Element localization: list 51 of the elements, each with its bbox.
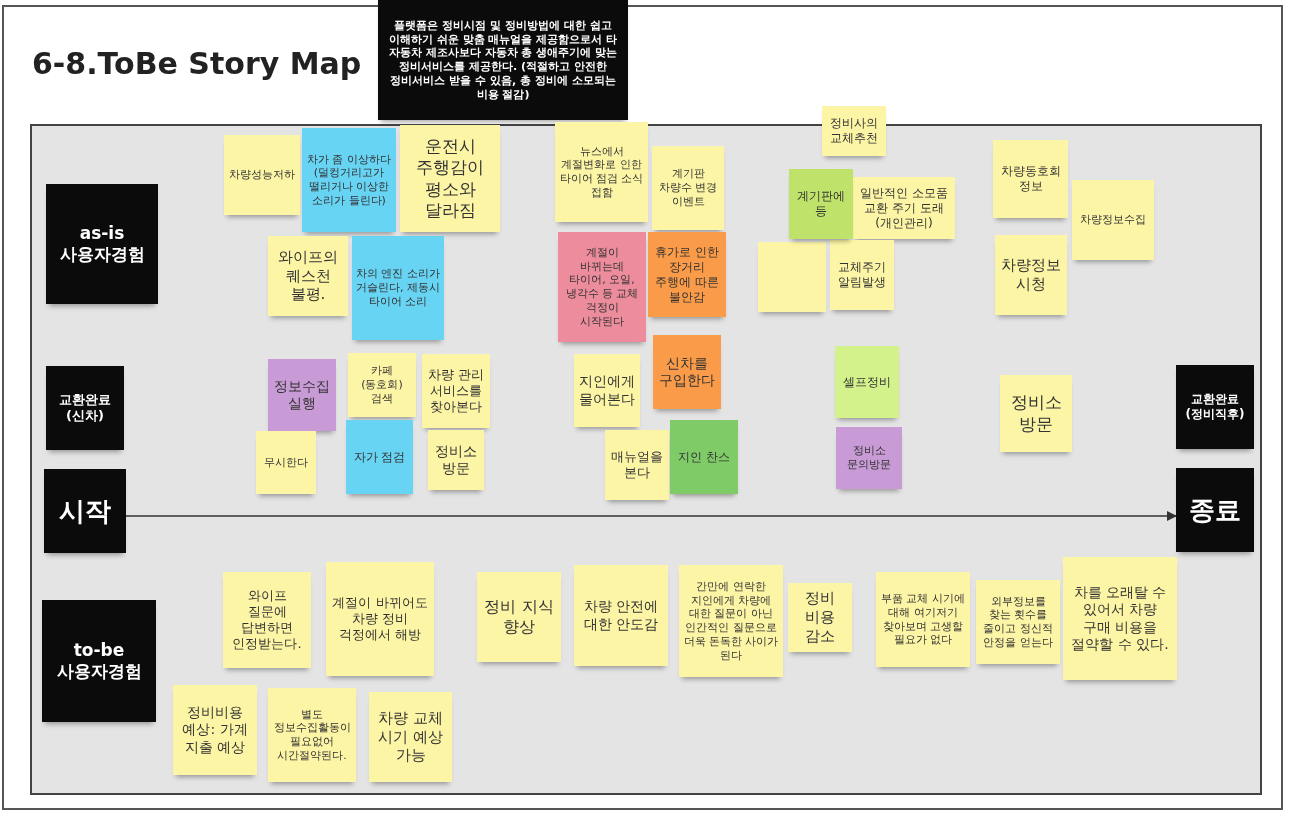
sticky-note: 차가 좀 이상하다(덜컹거리고가 떨리거나 이상한 소리가 들린다) [302, 128, 396, 232]
sticky-note: 정비 비용 감소 [788, 583, 852, 652]
sticky-note: 차를 오래탈 수 있어서 차량 구매 비용을 절약할 수 있다. [1063, 557, 1177, 680]
sticky-note: 계기판에 등 [789, 169, 853, 239]
sticky-note [758, 242, 826, 312]
sticky-note: 교환완료 (신차) [46, 366, 124, 450]
sticky-note: 계기판 차량수 변경 이벤트 [652, 146, 724, 230]
sticky-note: 차량성능저하 [224, 135, 300, 215]
sticky-note: 정비소 문의방문 [836, 427, 902, 489]
sticky-note: 간만에 연락한 지인에게 차량에 대한 질문이 아닌 인간적인 질문으로 더욱 돈독한 사이가 된다 [679, 565, 783, 677]
sticky-note: 차량정보수집 [1072, 180, 1154, 260]
title: 6-8.ToBe Story Map [32, 46, 362, 81]
sticky-note: 정비사의 교체추천 [822, 106, 886, 156]
sticky-note: 종료 [1176, 468, 1254, 552]
sticky-note: 차의 엔진 소리가 거슬린다, 제동시 타이어 소리 [352, 236, 444, 340]
sticky-note: 교환완료 (정비직후) [1176, 365, 1254, 449]
sticky-note: 계절이 바뀌는데 타이어, 오일, 냉각수 등 교체 걱정이 시작된다 [558, 232, 646, 342]
sticky-note: 자가 점검 [346, 420, 413, 494]
sticky-note: 차량 관리 서비스를 찾아본다 [422, 354, 490, 428]
sticky-note: 뉴스에서 계절변화로 인한 타이어 점검 소식 접함 [555, 122, 648, 222]
sticky-note: 신차를 구입한다 [653, 335, 721, 409]
sticky-note: 휴가로 인한 장거리 주행에 따른 불안감 [648, 232, 726, 317]
sticky-note: 차량동호회 정보 [993, 140, 1068, 218]
sticky-note: 플랫폼은 정비시점 및 정비방법에 대한 쉽고 이해하기 쉬운 맞춤 매뉴얼을 제공함으로서 타 자동차 제조사보다 자동차 총 생애주기에 맞는 정비서비스를 제공한다. (적절하고 안전한 정비서비스 받을 수 있음, 총 정비에 소모되는 비용 절감) [378, 0, 628, 120]
sticky-note: 일반적인 소모품 교환 주기 도래 (개인관리) [853, 177, 955, 239]
sticky-note: 매뉴얼을 본다 [605, 430, 669, 500]
sticky-note: 시작 [44, 469, 126, 553]
sticky-note: 차량 안전에 대한 안도감 [574, 565, 668, 666]
sticky-note: 와이프 질문에 답변하면 인정받는다. [223, 572, 311, 668]
sticky-note: 와이프의 퀘스천 불평. [268, 236, 348, 316]
sticky-note: 지인에게 물어본다 [574, 354, 640, 427]
sticky-note: 정비소 방문 [1000, 375, 1072, 452]
sticky-note: 운전시 주행감이 평소와 달라짐 [400, 125, 500, 232]
sticky-note: to-be 사용자경험 [42, 600, 156, 722]
sticky-note: 지인 찬스 [670, 420, 738, 494]
sticky-note: 셀프정비 [835, 346, 899, 418]
sticky-note: 카페(동호회) 검색 [348, 353, 416, 417]
sticky-note: 정보수집 실행 [268, 359, 336, 431]
sticky-note: 교체주기 알림발생 [830, 240, 894, 310]
sticky-note: 계절이 바뀌어도 차량 정비 걱정에서 해방 [326, 562, 434, 676]
sticky-note: 부품 교체 시기에 대해 여기저기 찾아보며 고생할 필요가 없다 [876, 572, 970, 667]
sticky-note: 무시한다 [256, 431, 316, 494]
sticky-note: 차량 교체 시기 예상 가능 [369, 692, 452, 782]
sticky-note: 차량정보 시청 [995, 235, 1067, 315]
sticky-note: as-is 사용자경험 [46, 184, 158, 304]
sticky-note: 외부정보를 찾는 횟수를 줄이고 정신적 안정을 얻는다 [976, 580, 1060, 664]
sticky-note: 별도 정보수집활동이 필요없어 시간절약된다. [268, 688, 356, 782]
arrow [125, 511, 1177, 521]
sticky-note: 정비 지식 향상 [477, 572, 561, 662]
sticky-note: 정비소 방문 [428, 430, 484, 490]
sticky-note: 정비비용 예상: 가계 지출 예상 [173, 685, 257, 775]
